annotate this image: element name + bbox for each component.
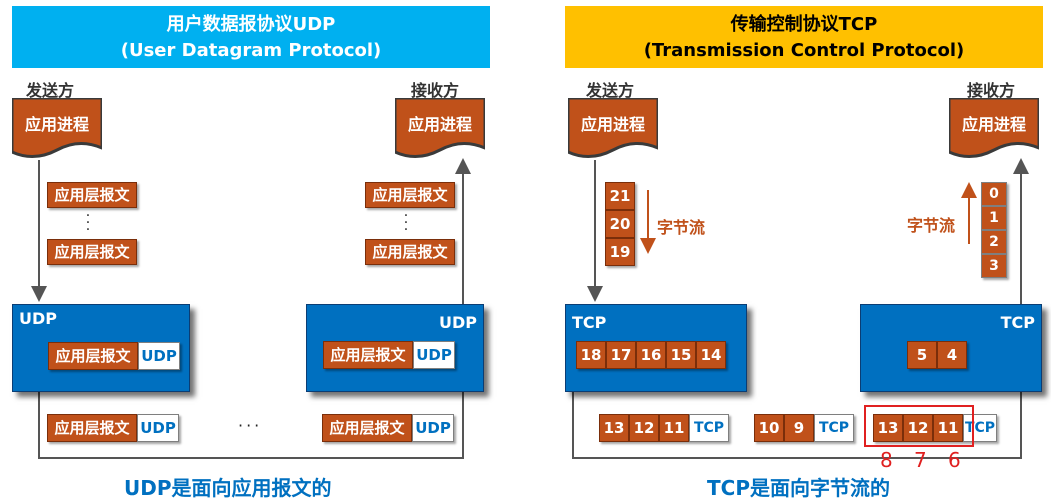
red-annotation-1: 8: [880, 448, 893, 472]
byte-cell: 13: [599, 414, 629, 442]
tcp-receiver-label: 接收方: [967, 81, 1016, 100]
datagram-payload: 应用层报文: [47, 414, 137, 442]
tcp-sender-byte-stream: 21 20 19: [605, 182, 635, 266]
udp-title: 用户数据报协议UDP: [166, 14, 336, 35]
udp-transit-datagram-1: 应用层报文 UDP: [47, 414, 179, 442]
udp-subtitle: (User Datagram Protocol): [120, 40, 382, 61]
tcp-title-banner: 传输控制协议TCP (Transmission Control Protocol…: [565, 6, 1043, 68]
tcp-sender-transport-box: TCP 18 17 16 15 14: [565, 304, 747, 392]
udp-sender-transport-box: UDP 应用层报文 UDP: [12, 304, 190, 392]
document-shape-icon: [395, 98, 485, 158]
udp-receiver-box-title: UDP: [439, 313, 477, 332]
datagram-payload: 应用层报文: [322, 414, 412, 442]
udp-receiver-label: 接收方: [411, 81, 460, 100]
segment-header: TCP: [814, 414, 854, 442]
byte-cell: 10: [754, 414, 784, 442]
udp-sender-box-title: UDP: [19, 309, 57, 328]
tcp-sender-process: 应用进程: [568, 98, 658, 160]
udp-receiver-datagram: 应用层报文 UDP: [323, 341, 455, 369]
document-shape-icon: [12, 98, 102, 158]
datagram-payload: 应用层报文: [48, 342, 138, 370]
tcp-subtitle: (Transmission Control Protocol): [643, 40, 965, 61]
udp-network-path: [38, 392, 464, 459]
tcp-receiver-buffer: 5 4: [907, 341, 967, 369]
byte-cell: 11: [933, 414, 963, 442]
udp-transit-datagram-2: 应用层报文 UDP: [322, 414, 454, 442]
tcp-sender-byte-stream-label: 字节流: [657, 218, 706, 237]
udp-receiver-process: 应用进程: [395, 98, 485, 160]
red-annotation-2: 7: [914, 448, 927, 472]
udp-sender-vertical-ellipsis: ···: [85, 208, 91, 238]
udp-sender-datagram: 应用层报文 UDP: [48, 342, 180, 370]
byte-cell: 0: [981, 182, 1007, 206]
tcp-caption: TCP是面向字节流的: [707, 476, 890, 500]
byte-cell: 13: [873, 414, 903, 442]
udp-sender-message-1: 应用层报文: [47, 182, 137, 208]
byte-cell: 5: [907, 341, 937, 369]
tcp-receiver-byte-stream-label: 字节流: [907, 216, 956, 235]
tcp-receiver-byte-stream: 0 1 2 3: [981, 182, 1007, 278]
udp-caption: UDP是面向应用报文的: [124, 476, 332, 500]
tcp-sender-buffer: 18 17 16 15 14: [576, 341, 726, 369]
udp-receiver-message-2: 应用层报文: [365, 239, 455, 265]
udp-receiver-process-label: 应用进程: [407, 115, 472, 134]
tcp-receiver-transport-box: TCP 5 4: [860, 304, 1042, 392]
datagram-header: UDP: [138, 342, 180, 370]
udp-sender-message-2: 应用层报文: [47, 239, 137, 265]
datagram-payload: 应用层报文: [323, 341, 413, 369]
tcp-receiver-process: 应用进程: [949, 98, 1039, 160]
byte-cell: 16: [636, 341, 666, 369]
udp-sender-process-label: 应用进程: [24, 115, 89, 134]
datagram-header: UDP: [413, 341, 455, 369]
tcp-receiver-process-label: 应用进程: [961, 115, 1026, 134]
byte-cell: 15: [666, 341, 696, 369]
byte-cell: 2: [981, 230, 1007, 254]
udp-sender-process: 应用进程: [12, 98, 102, 160]
highlight-box: [864, 405, 974, 447]
tcp-network-path: [572, 392, 1022, 459]
byte-cell: 9: [784, 414, 814, 442]
udp-horizontal-ellipsis: ···: [238, 416, 263, 435]
byte-cell: 12: [903, 414, 933, 442]
udp-title-banner: 用户数据报协议UDP (User Datagram Protocol): [12, 6, 490, 68]
byte-cell: 1: [981, 206, 1007, 230]
tcp-sender-label: 发送方: [586, 81, 635, 100]
byte-cell: 12: [629, 414, 659, 442]
datagram-header: UDP: [137, 414, 179, 442]
byte-cell: 17: [606, 341, 636, 369]
byte-cell: 14: [696, 341, 726, 369]
document-shape-icon: [949, 98, 1039, 158]
byte-cell: 4: [937, 341, 967, 369]
byte-cell: 3: [981, 254, 1007, 278]
document-shape-icon: [568, 98, 658, 158]
red-annotation-3: 6: [948, 448, 961, 472]
udp-receiver-message-1: 应用层报文: [365, 182, 455, 208]
byte-cell: 19: [605, 238, 635, 266]
udp-sender-label: 发送方: [26, 81, 75, 100]
tcp-receiver-box-title: TCP: [1000, 313, 1035, 332]
byte-cell: 20: [605, 210, 635, 238]
byte-cell: 21: [605, 182, 635, 210]
byte-cell: 11: [659, 414, 689, 442]
tcp-segment-3: 13 12 11 TCP: [873, 414, 997, 442]
tcp-sender-box-title: TCP: [572, 313, 607, 332]
udp-receiver-vertical-ellipsis: ···: [403, 208, 409, 238]
byte-cell: 18: [576, 341, 606, 369]
tcp-segment-2: 10 9 TCP: [754, 414, 854, 442]
tcp-title: 传输控制协议TCP: [730, 14, 878, 35]
segment-header: TCP: [689, 414, 729, 442]
datagram-header: UDP: [412, 414, 454, 442]
tcp-segment-1: 13 12 11 TCP: [599, 414, 729, 442]
udp-receiver-transport-box: UDP 应用层报文 UDP: [306, 304, 484, 392]
tcp-sender-process-label: 应用进程: [580, 115, 645, 134]
